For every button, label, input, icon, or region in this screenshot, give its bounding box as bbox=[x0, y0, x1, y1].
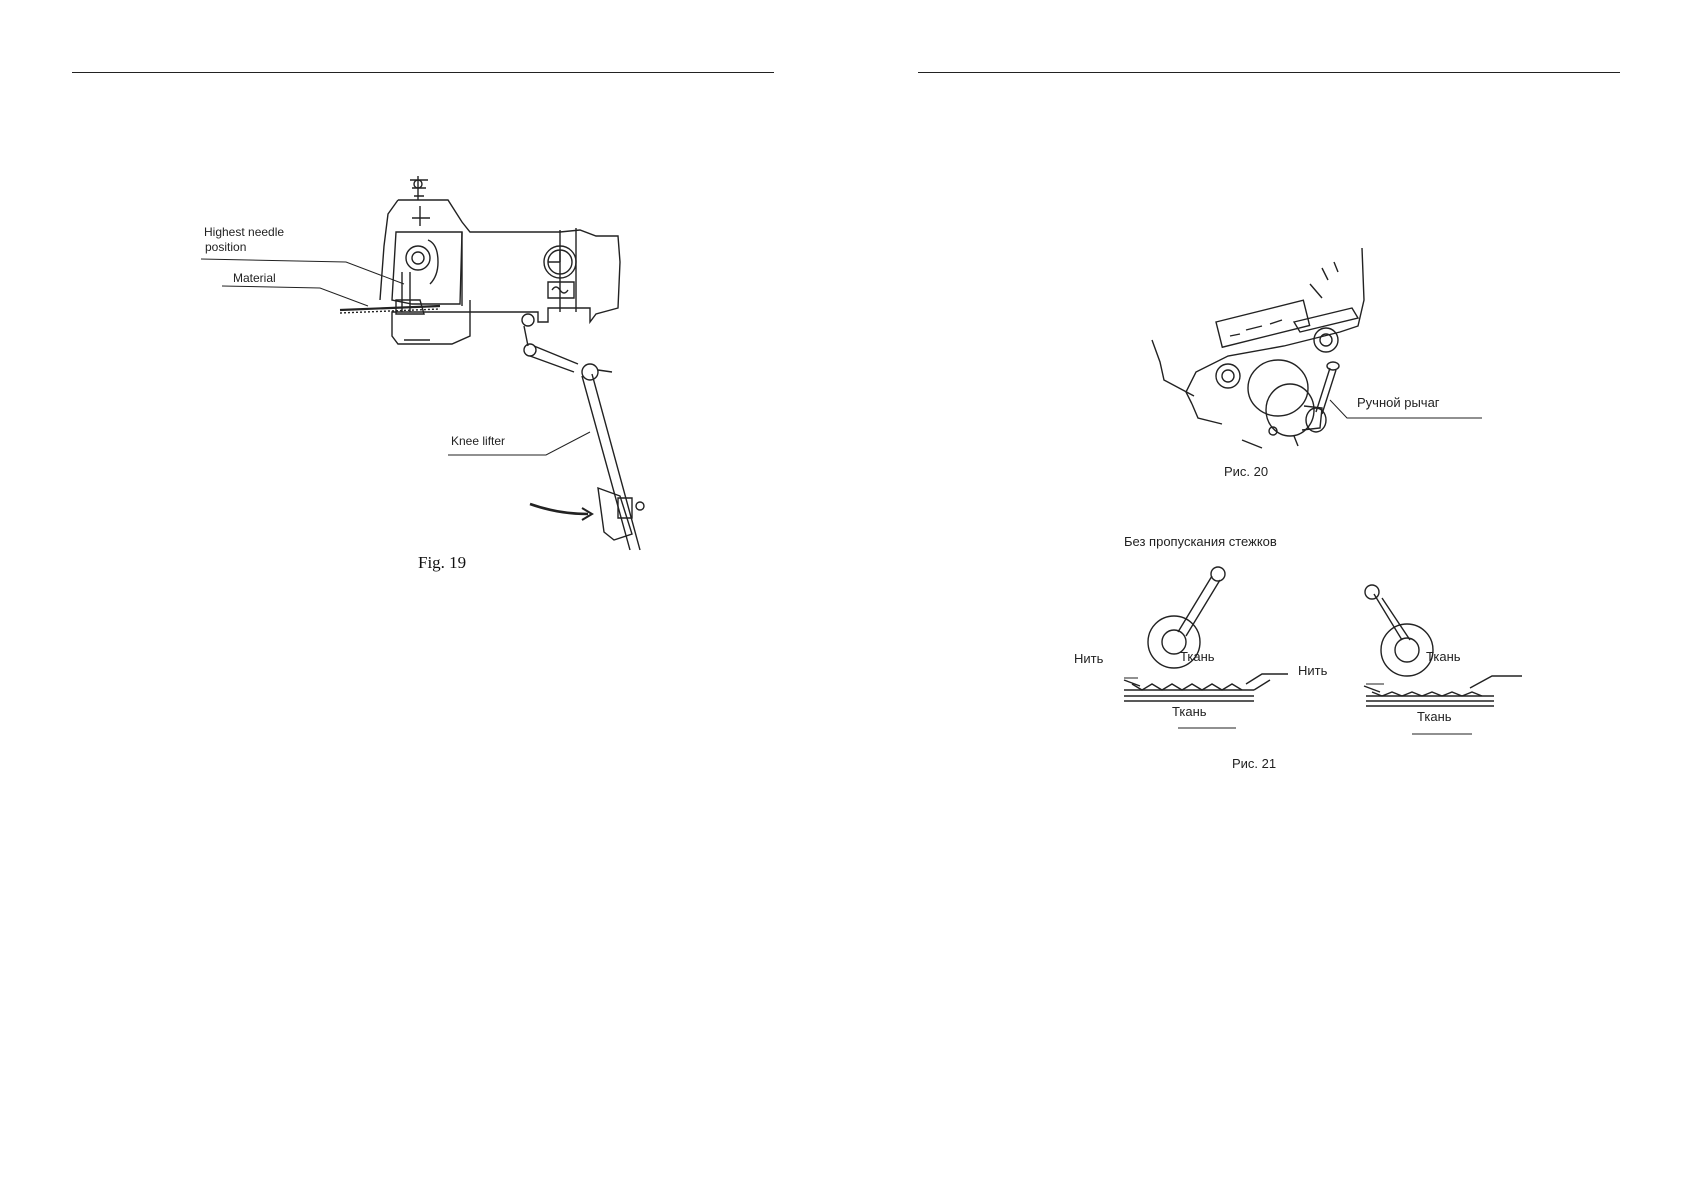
label-fabric-top-right: Ткань bbox=[1426, 650, 1461, 664]
figure21-caption: Рис. 21 bbox=[1232, 756, 1276, 771]
label-material: Material bbox=[233, 271, 276, 285]
label-thread-right: Нить bbox=[1298, 664, 1327, 678]
label-highest-needle-line1: Highest needle bbox=[204, 225, 284, 239]
right-page: Ручной рычаг Рис. 20 Без пропускания сте… bbox=[842, 0, 1684, 1191]
label-fabric-top-left: Ткань bbox=[1180, 650, 1215, 664]
stitch-diagrams bbox=[842, 0, 1684, 1191]
label-fabric-bottom-right: Ткань bbox=[1417, 710, 1452, 724]
figure-caption: Fig. 19 bbox=[418, 553, 466, 573]
sewing-machine-knee-lifter-illustration bbox=[0, 0, 842, 1191]
label-knee-lifter: Knee lifter bbox=[451, 434, 505, 448]
label-highest-needle-line2: position bbox=[205, 240, 246, 254]
label-fabric-bottom-left: Ткань bbox=[1172, 705, 1207, 719]
left-page: Highest needle position Material Knee li… bbox=[0, 0, 842, 1191]
label-thread-left: Нить bbox=[1074, 652, 1103, 666]
